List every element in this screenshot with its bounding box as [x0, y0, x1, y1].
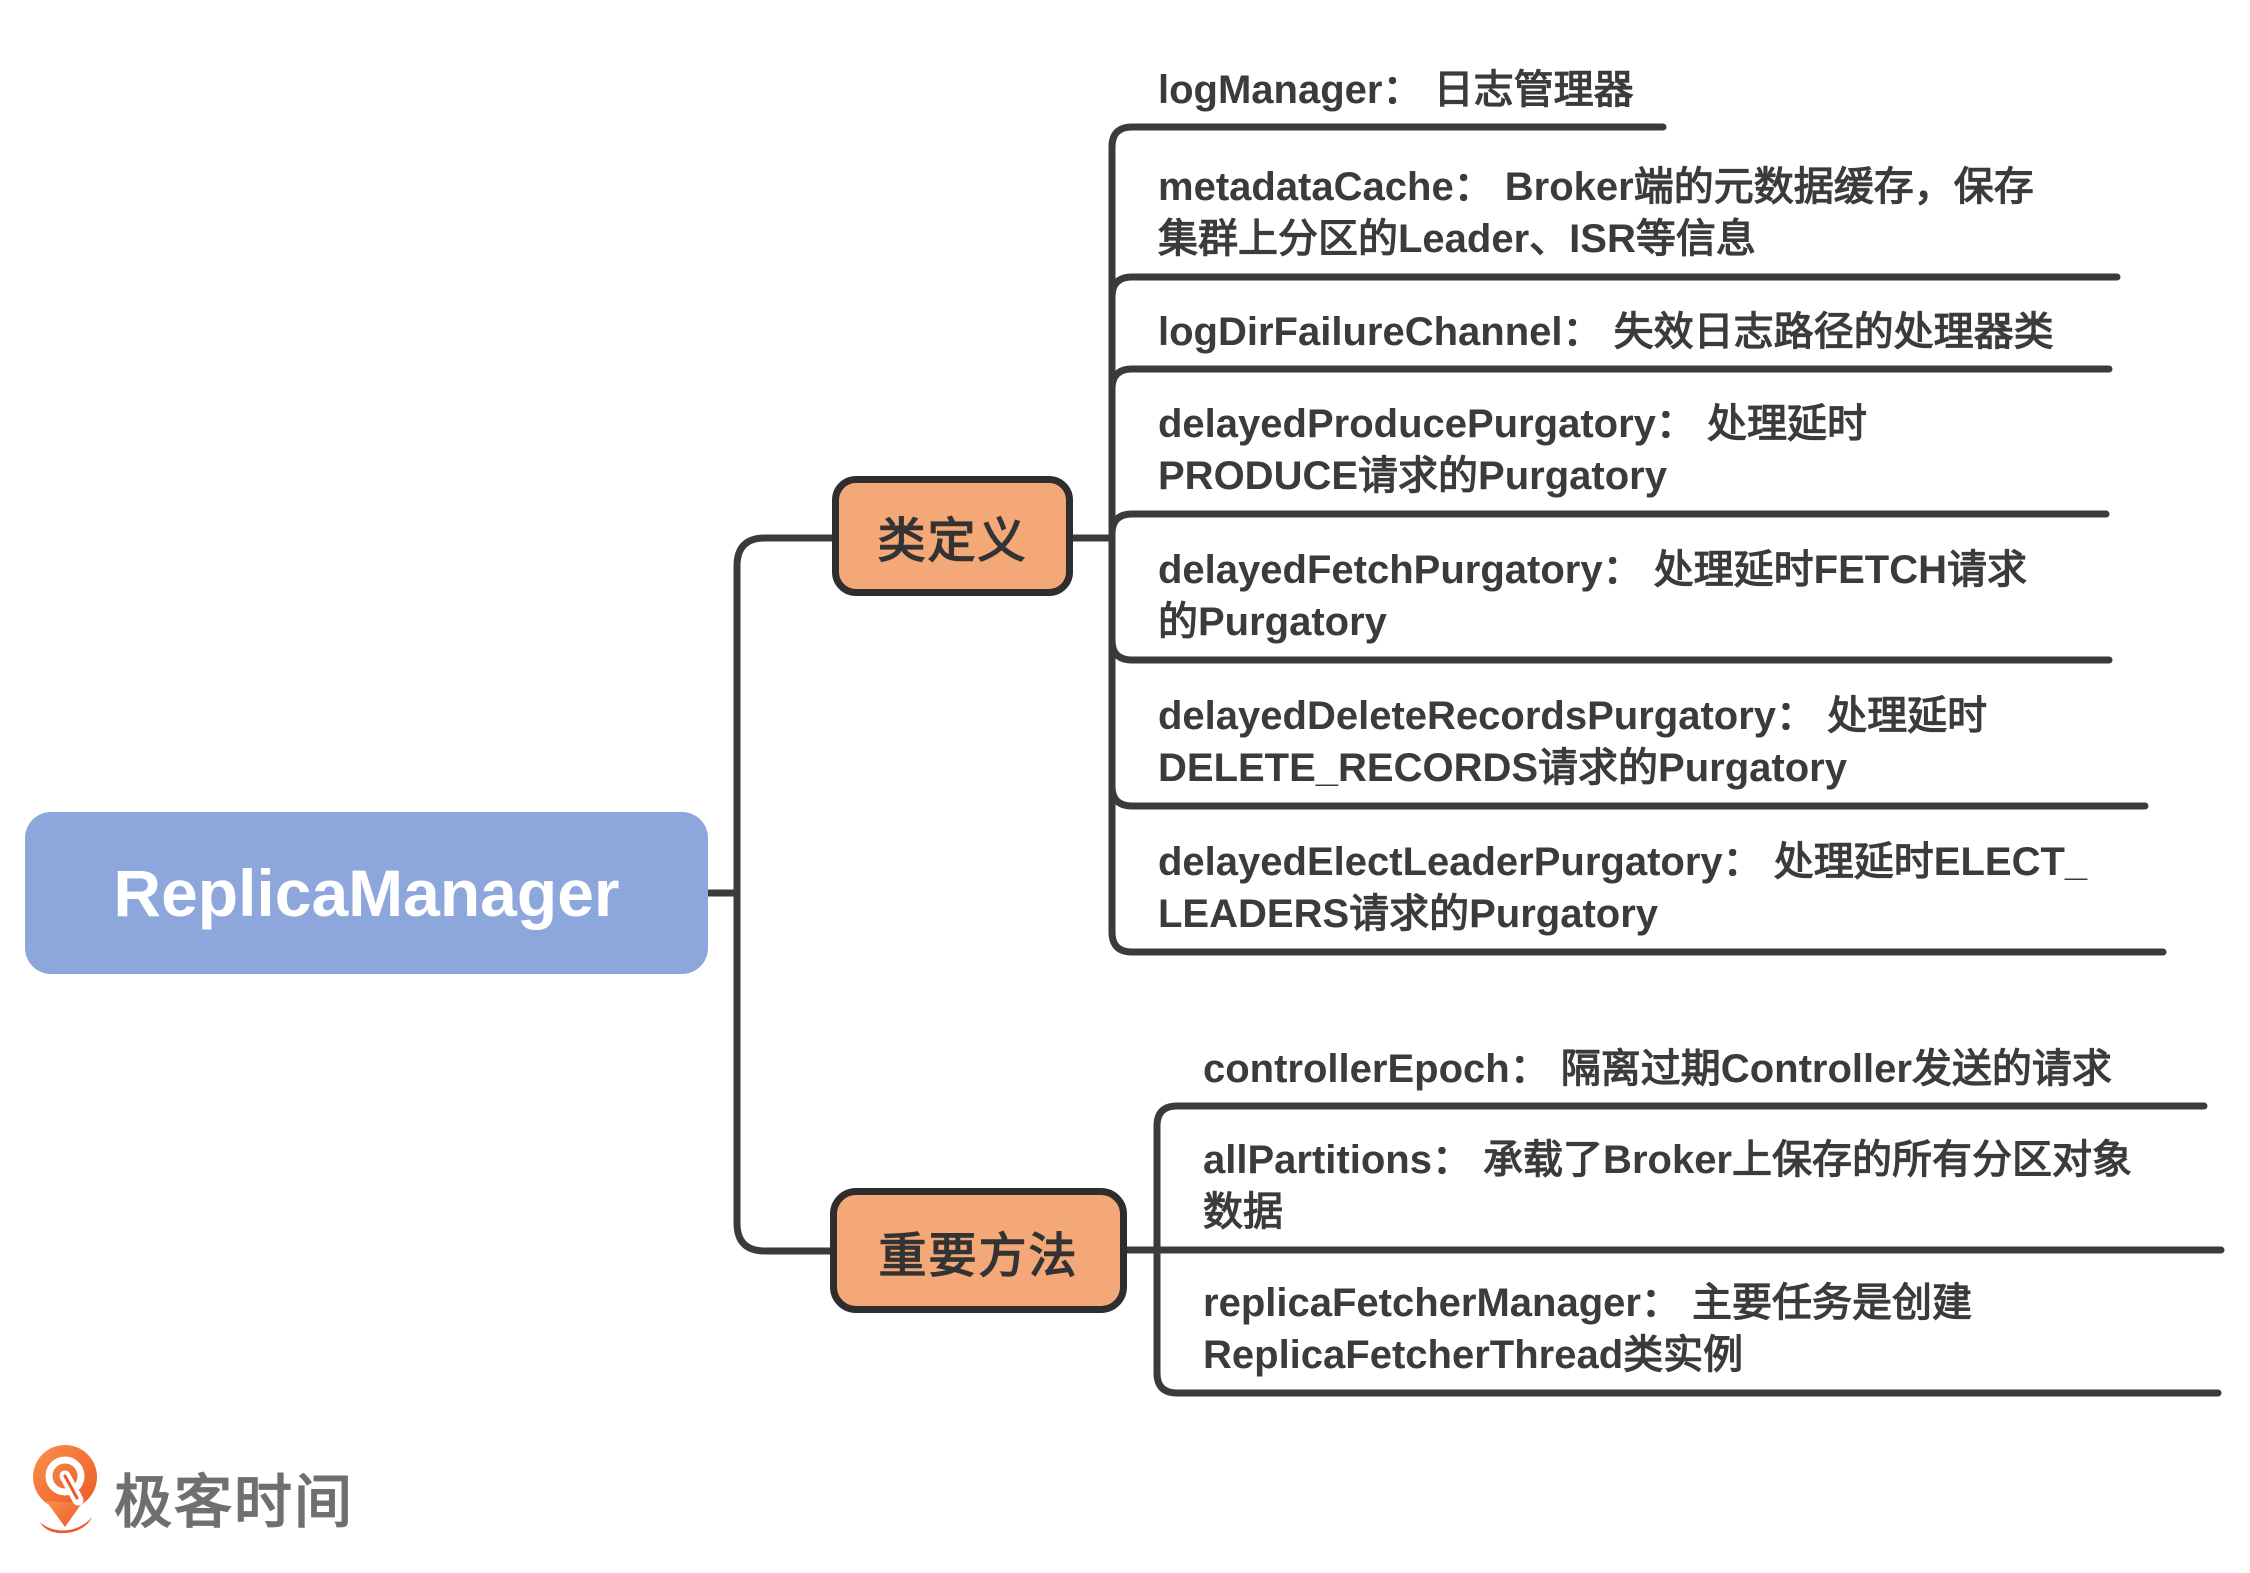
branch-node-class-definition: 类定义 — [832, 476, 1073, 596]
leaf-delayedfetchpurgatory: delayedFetchPurgatory： 处理延时FETCH请求 的Purg… — [1158, 548, 2028, 644]
leaf-delayedelectleaderpurgatory: delayedElectLeaderPurgatory： 处理延时ELECT_ … — [1158, 840, 2088, 936]
branch-node-label: 类定义 — [877, 515, 1028, 568]
root-node-label: ReplicaManager — [113, 856, 620, 930]
leaf-delayeddeleterecordspurgatory: delayedDeleteRecordsPurgatory： 处理延时 DELE… — [1158, 694, 1988, 790]
geek-time-logo-icon — [33, 1445, 97, 1534]
leaf-controllerepoch: controllerEpoch： 隔离过期Controller发送的请求 — [1203, 1047, 2112, 1091]
branch-node-label: 重要方法 — [878, 1229, 1079, 1283]
branch-node-important-methods: 重要方法 — [830, 1188, 1127, 1313]
geek-time-logo: 极客时间 — [32, 1443, 354, 1539]
geek-time-logo-text: 极客时间 — [114, 1470, 355, 1535]
leaf-logdirfailurechannel: logDirFailureChannel： 失效日志路径的处理器类 — [1158, 310, 2054, 354]
leaf-replicafetchermanager: replicaFetcherManager： 主要任务是创建 ReplicaFe… — [1203, 1281, 1973, 1377]
leaf-allpartitions: allPartitions： 承载了Broker上保存的所有分区对象 数据 — [1203, 1138, 2133, 1234]
root-node-replicamanager: ReplicaManager — [25, 812, 708, 974]
leaf-delayedproducepurgatory: delayedProducePurgatory： 处理延时 PRODUCE请求的… — [1158, 402, 1868, 498]
leaf-metadatacache: metadataCache： Broker端的元数据缓存，保存 集群上分区的Le… — [1158, 165, 2034, 261]
leaf-logmanager: logManager： 日志管理器 — [1158, 68, 1634, 112]
